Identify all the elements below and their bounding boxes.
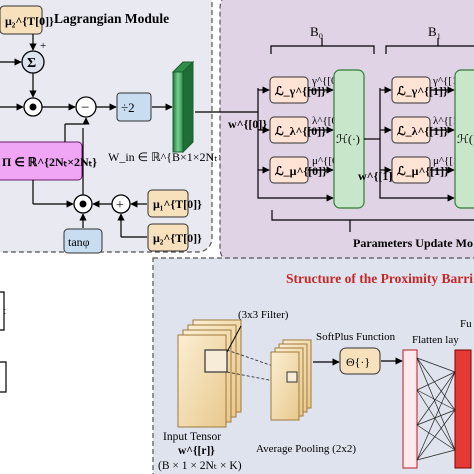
left-fragment-1: t [3, 306, 6, 317]
left-fragments: t [0, 291, 7, 393]
l-gamma-0-label: ℒ_γ^{[0]} [275, 84, 326, 98]
h-operator-0-label: ℋ(·) [336, 132, 360, 146]
l-lambda-1-label: ℒ_λ^{[1]} [397, 124, 448, 138]
tan-phi-label: tanφ [68, 235, 90, 249]
mu2-top-block [0, 5, 43, 35]
mu1-label: μ₁^{T[0]} [153, 197, 202, 211]
flatten-layer-block [402, 349, 418, 469]
pi-matrix-block [0, 141, 83, 181]
mu2-top-label: μ₂^{T[0]} [5, 14, 54, 28]
input-tensor-label: Input Tensor [163, 431, 221, 443]
pooled-layer-1 [270, 351, 300, 421]
lagrangian-module-panel [0, 0, 213, 253]
divide-label: ÷2 [121, 100, 135, 115]
flatten-layer-label: Flatten lay [412, 334, 459, 346]
bracket-b1 [385, 45, 474, 54]
input-tensor-symbol: w^{[r]} [178, 445, 215, 457]
left-bracket-1 [0, 291, 5, 331]
l-lambda-0-label: ℒ_λ^{[0]} [275, 124, 326, 138]
sum-plus-sign: + [40, 40, 46, 52]
l-gamma-1-label: ℒ_γ^{[1]} [397, 84, 448, 98]
fc-edge-4 [416, 371, 456, 391]
average-pooling-label: Average Pooling (2x2) [256, 443, 356, 455]
hadamard-node-1-dot [29, 103, 37, 111]
filter-label-pointer [226, 325, 242, 353]
b1-label: B₁ [428, 24, 441, 39]
divide-block [116, 92, 152, 122]
input-tensor-layer-1 [177, 334, 227, 428]
proximity-barrier-structure: Structure of the Proximity Barri (3x3 Fi… [152, 257, 474, 474]
softplus-label: SoftPlus Function [316, 331, 396, 343]
fc-edge-2 [416, 357, 456, 411]
left-bracket-2 [0, 361, 7, 393]
w1-label: w^{[1]} [358, 169, 397, 183]
fc-edge-11 [416, 409, 456, 461]
update-module-caption: Parameters Update Mo [353, 236, 473, 250]
pi-matrix-label: Π ∈ ℝ^{2Nₜ×2Nₜ} [2, 155, 97, 169]
mu1-block [147, 189, 189, 218]
tan-phi-block [63, 228, 103, 254]
fc-edge-5 [416, 389, 456, 411]
pooled-window [286, 371, 298, 383]
input-tensor-dims: (B × 1 × 2Nₜ × K) [158, 460, 242, 472]
hadamard-node-2-dot [79, 200, 87, 208]
fc-edge-6 [416, 389, 456, 451]
add-symbol: + [116, 198, 124, 213]
w0-to-h0-arrow [257, 192, 334, 202]
fc-edge-1 [416, 357, 456, 373]
w0-label: w^{[0]} [228, 117, 267, 131]
lagrangian-module: Lagrangian Module μ₂^{T[0]} Σ + − ÷2 W_i… [0, 0, 239, 254]
parameters-update-module: B₀ B₁ w^{[0]} ℒ_γ^{[0]} ℒ_λ^{[0]} ℒ_μ^{[… [195, 0, 474, 267]
fc-edge-8 [416, 409, 456, 426]
fully-connected-label: Fu [460, 318, 472, 330]
fc-edge-3 [416, 357, 456, 451]
sum-symbol: Σ [27, 56, 36, 71]
pool-connector-bottom [226, 371, 291, 385]
mu2-block [147, 223, 189, 252]
barrier-title: Structure of the Proximity Barri [286, 271, 473, 286]
update-bottom-bracket [271, 210, 474, 221]
h-operator-1-label: ℋ(·) [457, 132, 474, 146]
mu2-label: μ₂^{T[0]} [153, 231, 202, 245]
win-dimension-label: W_in ∈ ℝ^{B×1×2Nₜ×K} [108, 150, 239, 164]
l-mu-0-label: ℒ_μ^{[0]} [275, 164, 327, 178]
dense-layer-block [454, 349, 472, 469]
fc-edge-10 [416, 371, 456, 461]
h-operator-1-block [454, 69, 474, 209]
filter-window [204, 349, 228, 373]
win-tensor-side [182, 60, 194, 154]
subtract-symbol: − [81, 100, 89, 116]
fc-edge-9 [416, 424, 456, 451]
theta-label: Θ{·} [346, 355, 370, 369]
fc-edge-7 [416, 371, 456, 426]
w1-to-h1-arrow [379, 192, 455, 202]
theta-block [339, 347, 381, 375]
win-tensor-block [172, 71, 184, 153]
filter-label: (3x3 Filter) [238, 309, 289, 321]
fc-edge-12 [416, 449, 456, 461]
b0-label: B₀ [310, 24, 323, 39]
l-mu-1-label: ℒ_μ^{[1]} [397, 164, 449, 178]
lagrangian-module-title: Lagrangian Module [54, 11, 169, 26]
